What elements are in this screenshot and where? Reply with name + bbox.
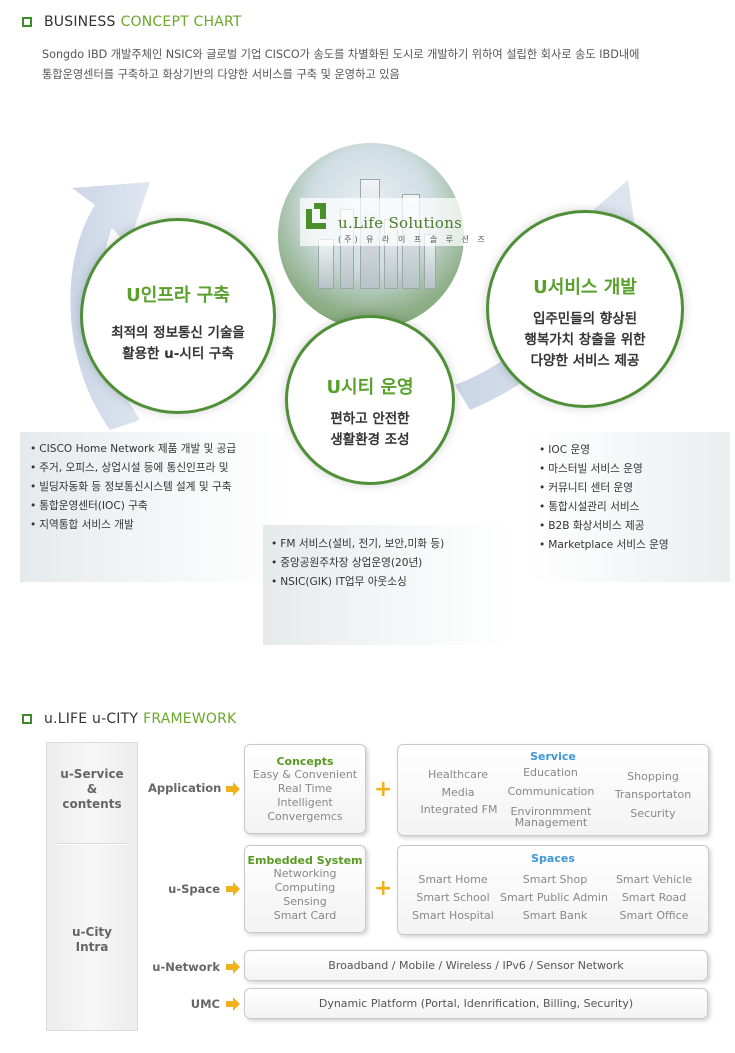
space-item: Smart Road — [621, 891, 687, 904]
space-item: Smart Bank — [522, 909, 588, 922]
circle-city: U시티 운영 편하고 안전한 생활환경 조성 — [285, 315, 455, 485]
service-item: Transportaton — [614, 788, 692, 801]
arrow-right-icon — [226, 960, 240, 974]
title-part-a: u.LIFE u-CITY — [44, 711, 139, 727]
title-part-b: FRAMEWORK — [143, 711, 237, 727]
circle-city-line2: 생활환경 조성 — [330, 432, 410, 448]
u-service-label: u-Service & contents — [60, 767, 124, 811]
concept-item: Real Time — [277, 782, 333, 795]
column-divider — [55, 843, 129, 845]
service-item: Environmment — [510, 805, 592, 818]
list-item: 빌딩자동화 등 정보통신시스템 설계 및 구축 — [30, 478, 290, 497]
list-item: 중앙공원주차장 상업운영(20년) — [271, 554, 513, 573]
row-label-umc: UMC — [190, 997, 220, 1011]
embedded-item: Networking — [273, 867, 337, 880]
panel-service: IOC 운영 마스터빌 서비스 운영 커뮤니티 센터 운영 통합시설관리 서비스… — [530, 432, 730, 582]
service-title: Service — [530, 750, 576, 763]
title-part-a: BUSINESS — [44, 14, 116, 30]
row-label-application: Application — [148, 781, 222, 795]
list-item: B2B 화상서비스 제공 — [539, 517, 730, 536]
concept-item: Easy & Convenient — [252, 768, 358, 781]
arrow-right-icon — [226, 997, 240, 1011]
circle-service-line2: 행복가치 창출을 위한 — [524, 332, 646, 348]
square-bullet-icon — [22, 17, 32, 27]
service-item: Communication — [507, 785, 595, 798]
intro-line-1: Songdo IBD 개발주체인 NSIC와 글로벌 기업 CISCO가 송도를… — [42, 48, 640, 61]
arrow-right-icon — [226, 782, 240, 796]
service-item: Media — [441, 786, 475, 799]
square-bullet-icon — [22, 714, 32, 724]
list-item: 통합운영센터(IOC) 구축 — [30, 497, 290, 516]
list-item: NSIC(GIK) IT업무 아웃소싱 — [271, 573, 513, 592]
logo-backdrop — [300, 198, 468, 246]
concepts-title: Concepts — [276, 755, 334, 768]
service-item: Management — [514, 816, 588, 829]
space-item: Smart Public Admin — [500, 891, 608, 904]
arrow-right-icon — [226, 882, 240, 896]
service-item: Security — [630, 807, 676, 820]
list-item: CISCO Home Network 제품 개발 및 공급 — [30, 440, 290, 459]
embedded-item: Computing — [274, 881, 336, 894]
concept-item: Intelligent — [277, 796, 333, 809]
list-item: 커뮤니티 센터 운영 — [539, 479, 730, 498]
title-part-b: CONCEPT CHART — [120, 14, 242, 30]
intro-line-2: 통합운영센터를 구축하고 화상기반의 다양한 서비스를 구축 및 운영하고 있음 — [42, 68, 400, 81]
service-item: Healthcare — [428, 768, 488, 781]
spaces-title: Spaces — [531, 852, 575, 865]
intro-text: Songdo IBD 개발주체인 NSIC와 글로벌 기업 CISCO가 송도를… — [42, 45, 722, 85]
embedded-system-box: Embedded System Networking Computing Sen… — [244, 845, 366, 933]
plus-sign: + — [374, 876, 393, 901]
circle-infra-line2: 활용한 u-시티 구축 — [122, 346, 234, 362]
space-item: Smart Office — [619, 909, 689, 922]
service-box: Service Healthcare Education Shopping Me… — [397, 744, 709, 836]
ulife-logo-icon — [306, 203, 326, 229]
plus-sign: + — [374, 777, 393, 802]
space-item: Smart Hospital — [412, 909, 494, 922]
framework-title: u.LIFE u-CITY FRAMEWORK — [22, 711, 236, 727]
u-city-label: u-City Intra — [71, 925, 112, 954]
list-item: Marketplace 서비스 운영 — [539, 536, 730, 555]
embedded-item: Smart Card — [273, 909, 337, 922]
space-item: Smart Vehicle — [615, 873, 693, 886]
concept-item: Convergemcs — [267, 810, 343, 823]
service-item: Education — [523, 766, 578, 779]
list-item: 주거, 오피스, 상업시설 등에 통신인프라 및 — [30, 459, 290, 478]
list-item: IOC 운영 — [539, 441, 730, 460]
circle-infra-line1: 최적의 정보통신 기술을 — [111, 325, 245, 341]
circle-service-title: U서비스 개발 — [533, 277, 637, 298]
space-item: Smart Home — [418, 873, 488, 886]
business-concept-title: BUSINESS CONCEPT CHART — [22, 14, 242, 30]
circle-service: U서비스 개발 입주민들의 향상된 행복가치 창출을 위한 다양한 서비스 제공 — [486, 210, 684, 408]
circle-infra: U인프라 구축 최적의 정보통신 기술을 활용한 u-시티 구축 — [80, 218, 276, 414]
row-label-u-space: u-Space — [168, 882, 220, 896]
space-item: Smart Shop — [522, 873, 588, 886]
list-item: 통합시설관리 서비스 — [539, 498, 730, 517]
circle-service-line3: 다양한 서비스 제공 — [530, 353, 640, 369]
concepts-box: Concepts Easy & Convenient Real Time Int… — [244, 744, 366, 834]
spaces-box: Spaces Smart Home Smart Shop Smart Vehic… — [397, 845, 709, 935]
logo-subtitle: (주) 유 라 이 프 솔 루 션 즈 — [338, 235, 488, 244]
list-item: FM 서비스(설비, 전기, 보안,미화 등) — [271, 535, 513, 554]
u-network-bar: Broadband / Mobile / Wireless / IPv6 / S… — [244, 950, 708, 981]
umc-bar: Dynamic Platform (Portal, Idenrification… — [244, 988, 708, 1019]
service-item: Shopping — [627, 770, 679, 783]
circle-city-line1: 편하고 안전한 — [330, 411, 410, 427]
list-item: 지역통합 서비스 개발 — [30, 516, 290, 535]
circle-city-title: U시티 운영 — [326, 377, 414, 398]
service-item: Integrated FM — [420, 803, 498, 816]
space-item: Smart School — [416, 891, 490, 904]
panel-city: FM 서비스(설비, 전기, 보안,미화 등) 중앙공원주차장 상업운영(20년… — [263, 525, 513, 645]
circle-infra-title: U인프라 구축 — [126, 285, 230, 306]
embedded-item: Sensing — [283, 895, 327, 908]
list-item: 마스터빌 서비스 운영 — [539, 460, 730, 479]
panel-infra: CISCO Home Network 제품 개발 및 공급 주거, 오피스, 상… — [20, 432, 290, 582]
logo-name: u.Life Solutions — [338, 214, 463, 232]
framework-left-column: u-Service & contents u-City Intra — [46, 742, 138, 1031]
row-label-u-network: u-Network — [152, 960, 220, 974]
circle-service-line1: 입주민들의 향상된 — [532, 311, 638, 327]
embedded-title: Embedded System — [247, 854, 363, 867]
